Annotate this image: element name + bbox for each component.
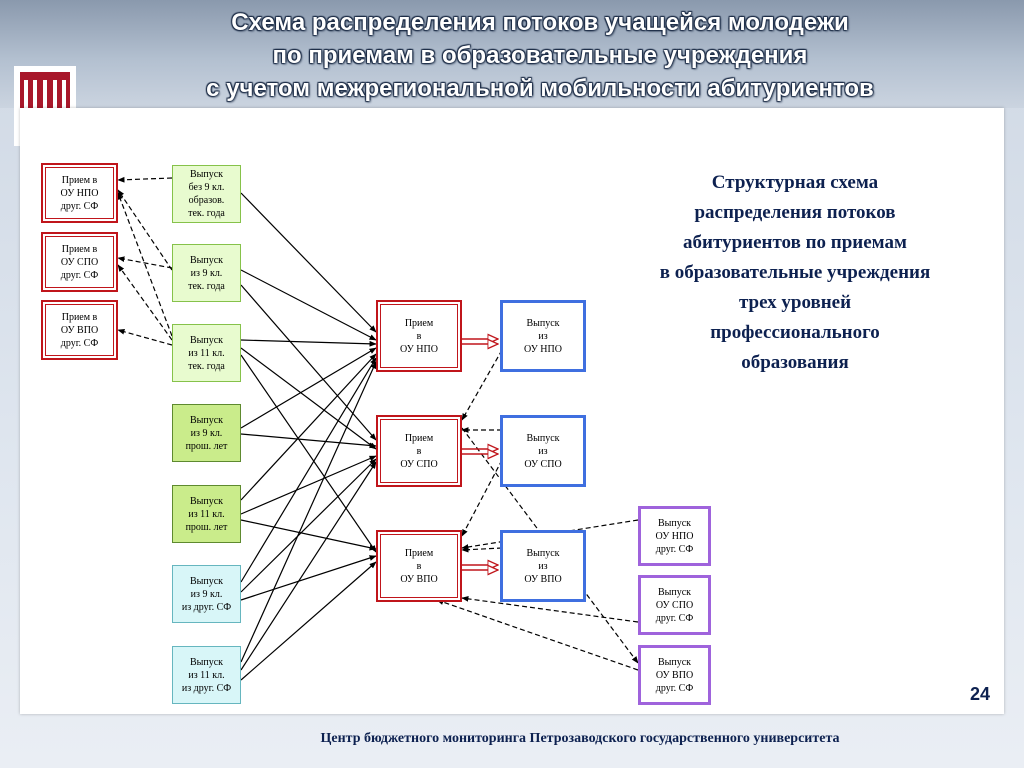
- page-number: 24: [969, 684, 991, 704]
- box-grad-without-9: Выпуск без 9 кл. образов. тек. года: [172, 165, 241, 223]
- box-grad-11-current: Выпуск из 11 кл. тек. года: [172, 324, 241, 382]
- box-grad-9-current: Выпуск из 9 кл. тек. года: [172, 244, 241, 302]
- structure-line-7: образования: [741, 352, 849, 373]
- dashed-left-lines: [117, 176, 173, 346]
- box-grad-9-other-sf: Выпуск из 9 кл. из друг. СФ: [172, 565, 241, 623]
- title-line-3: с учетом межрегиональной мобильности аби…: [206, 75, 874, 102]
- box-vyp-vpo: Выпуск из ОУ ВПО: [500, 530, 586, 602]
- box-grad-9-past: Выпуск из 9 кл. прош. лет: [172, 404, 241, 462]
- box-vyp-vpo-other-sf: Выпуск ОУ ВПО друг. СФ: [638, 645, 711, 705]
- solid-flow-lines: [240, 192, 377, 681]
- footer-text: Центр бюджетного мониторинга Петрозаводс…: [320, 731, 840, 746]
- box-priem-vpo-other-sf: Прием в ОУ ВПО друг. СФ: [41, 300, 118, 360]
- structure-line-1: Структурная схема: [711, 172, 879, 193]
- box-vyp-spo-other-sf: Выпуск ОУ СПО друг. СФ: [638, 575, 711, 635]
- box-priem-spo: Прием в ОУ СПО: [376, 415, 462, 487]
- structure-description: Структурная схема распределения потоков …: [600, 168, 990, 378]
- slide-title: Схема распределения потоков учащейся мол…: [70, 6, 1010, 105]
- box-priem-vpo: Прием в ОУ ВПО: [376, 530, 462, 602]
- title-bar: [0, 0, 1024, 108]
- title-line-2: по приемам в образовательные учреждения: [272, 42, 808, 69]
- box-grad-11-other-sf: Выпуск из 11 кл. из друг. СФ: [172, 646, 241, 704]
- box-priem-spo-other-sf: Прием в ОУ СПО друг. СФ: [41, 232, 118, 292]
- box-grad-11-past: Выпуск из 11 кл. прош. лет: [172, 485, 241, 543]
- structure-line-4: в образовательные учреждения: [659, 262, 931, 283]
- title-line-1: Схема распределения потоков учащейся мол…: [231, 9, 849, 36]
- dashed-right-lines: [436, 349, 639, 671]
- structure-line-6: профессионального: [710, 322, 880, 343]
- progress-arrows: [462, 339, 498, 570]
- box-vyp-npo: Выпуск из ОУ НПО: [500, 300, 586, 372]
- box-vyp-spo: Выпуск из ОУ СПО: [500, 415, 586, 487]
- structure-line-2: распределения потоков: [694, 202, 896, 223]
- structure-line-3: абитуриентов по приемам: [683, 232, 907, 253]
- box-priem-npo-other-sf: Прием в ОУ НПО друг. СФ: [41, 163, 118, 223]
- box-vyp-npo-other-sf: Выпуск ОУ НПО друг. СФ: [638, 506, 711, 566]
- box-priem-npo: Прием в ОУ НПО: [376, 300, 462, 372]
- structure-line-5: трех уровней: [738, 292, 852, 313]
